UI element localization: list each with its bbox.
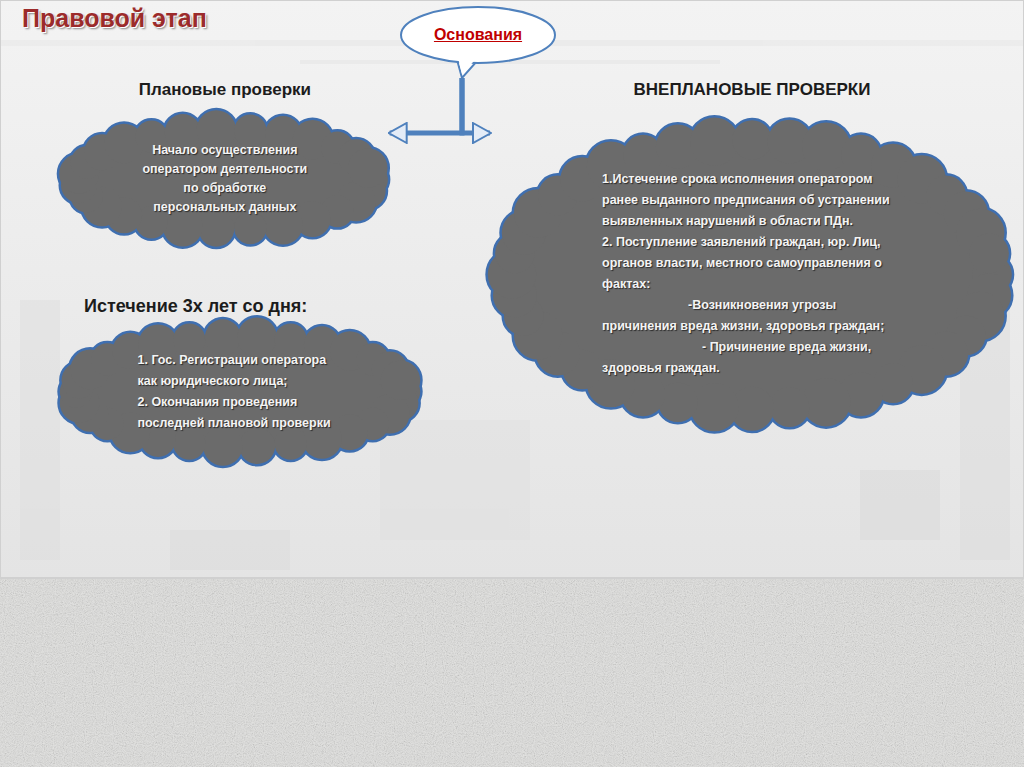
- bubble-oval: [401, 7, 555, 63]
- cloud-rim: [488, 117, 1012, 431]
- cloud-bump: [732, 120, 772, 160]
- cloud-bump: [274, 427, 306, 459]
- group-heading: Истечение 3х лет со дня:: [58, 296, 422, 317]
- cloud-bump: [969, 234, 1009, 274]
- cloud-bump: [234, 115, 266, 147]
- cloud-bump: [173, 427, 205, 459]
- cloud-bump: [348, 148, 388, 188]
- slide-title: Правовой этап: [22, 4, 207, 33]
- cloud-text: 1.Истечение срока исполнения оператором …: [602, 169, 902, 232]
- cloud-text: 1. Гос. Регистрации оператора как юридич…: [138, 350, 343, 392]
- slide-frame: [0, 0, 1024, 578]
- group-heading: Плановые проверки: [60, 80, 390, 100]
- cloud-bump: [198, 211, 234, 247]
- cloud-core: [512, 140, 992, 409]
- slide-ground: [0, 0, 1024, 578]
- cloud-text: - Причинение вреда жизни, здоровья гражд…: [602, 337, 902, 379]
- office-desk: [380, 420, 530, 540]
- cloud-text: -Возникновения угрозы причинения вреда ж…: [602, 295, 902, 337]
- cloud-core: [512, 140, 992, 409]
- cloud-bump: [173, 427, 205, 459]
- cloud-body: 1.Истечение срока исполнения оператором …: [602, 169, 902, 379]
- cloud-text: 2. Окончания проведения последней планов…: [138, 392, 343, 434]
- cloud-node: Плановые проверкиНачало осуществления оп…: [60, 80, 390, 247]
- speckled-ground: [0, 578, 1024, 767]
- cloud-bump: [732, 120, 772, 160]
- split-arrow: [390, 78, 462, 133]
- cloud-bump: [234, 212, 266, 244]
- cloud-area: 1. Гос. Регистрации оператора как юридич…: [58, 319, 422, 464]
- cloud-bump: [381, 360, 421, 400]
- cloud-bump: [690, 383, 738, 431]
- cloud-bump: [274, 427, 306, 459]
- cloud-bump: [802, 378, 850, 426]
- office-window: [20, 300, 60, 560]
- cloud-bump: [203, 426, 243, 466]
- cloud-area: Начало осуществления оператором деятельн…: [60, 112, 390, 247]
- cloud-area: 1.Истечение срока исполнения оператором …: [490, 118, 1014, 431]
- speech-bubble: Основания: [398, 4, 558, 78]
- cloud-bump: [237, 317, 277, 357]
- cloud-outline: [60, 112, 390, 247]
- cloud-bump: [274, 323, 306, 355]
- cloud-bump: [690, 117, 738, 165]
- bubble-text-area: Основания: [398, 4, 558, 66]
- cloud-bump: [690, 117, 738, 165]
- cloud-fill: [59, 110, 388, 246]
- cloud-bump: [173, 323, 205, 355]
- office-monitor: [860, 470, 940, 540]
- cloud-body: Начало осуществления оператором деятельн…: [136, 141, 314, 217]
- cloud-outline: [58, 319, 422, 464]
- speckle-texture: [0, 578, 1024, 767]
- cloud-bump: [969, 234, 1009, 274]
- bubble-label: Основания: [434, 26, 522, 44]
- cloud-bump: [348, 148, 388, 188]
- cloud-bump: [239, 428, 275, 464]
- split-arrow: [462, 78, 490, 133]
- group-heading: ВНЕПЛАНОВЫЕ ПРОВЕРКИ: [490, 80, 1014, 100]
- cloud-node: ВНЕПЛАНОВЫЕ ПРОВЕРКИ 1.Истечение срока ис…: [490, 80, 1014, 431]
- cloud-bump: [203, 426, 243, 466]
- cloud-bump: [770, 387, 810, 427]
- cloud-node: Истечение 3х лет со дня: 1. Гос. Регистра…: [58, 296, 422, 464]
- cloud-fill: [488, 117, 1012, 431]
- cloud-bump: [234, 115, 266, 147]
- cloud-bump: [690, 383, 738, 431]
- cloud-bump: [237, 317, 277, 357]
- cloud-rim: [60, 317, 420, 465]
- cloud-bump: [198, 211, 234, 247]
- cloud-bump: [381, 360, 421, 400]
- cloud-body: 1. Гос. Регистрации оператора как юридич…: [138, 350, 343, 434]
- cloud-bump: [770, 387, 810, 427]
- cloud-bump: [802, 378, 850, 426]
- cloud-outline: [490, 118, 1014, 431]
- cloud-bump: [205, 319, 241, 355]
- cloud-bump: [239, 428, 275, 464]
- cloud-bump: [274, 323, 306, 355]
- office-photo: [0, 40, 1024, 570]
- office-desk: [170, 530, 290, 570]
- bubble-seam: [458, 58, 474, 74]
- cloud-text: Начало осуществления оператором деятельн…: [136, 141, 314, 217]
- cloud-bump: [234, 212, 266, 244]
- cloud-bump: [173, 323, 205, 355]
- cloud-bump: [205, 319, 241, 355]
- cloud-fill: [60, 317, 420, 465]
- cloud-text: 2. Поступление заявлений граждан, юр. Ли…: [602, 232, 902, 295]
- cloud-rim: [59, 110, 388, 246]
